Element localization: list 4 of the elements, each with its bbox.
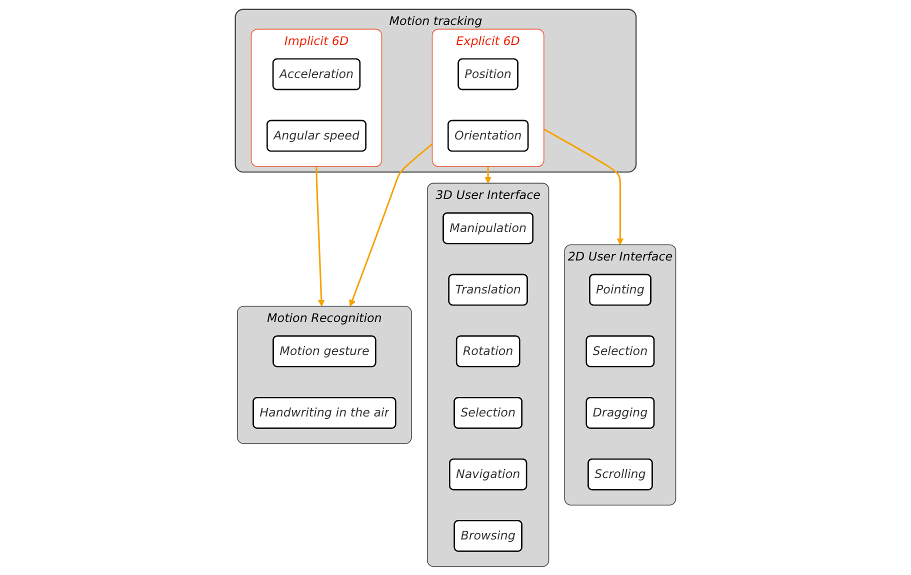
arrow (349, 142, 433, 306)
arrow (484, 166, 492, 184)
arrow (316, 166, 325, 306)
arrow (543, 128, 624, 245)
